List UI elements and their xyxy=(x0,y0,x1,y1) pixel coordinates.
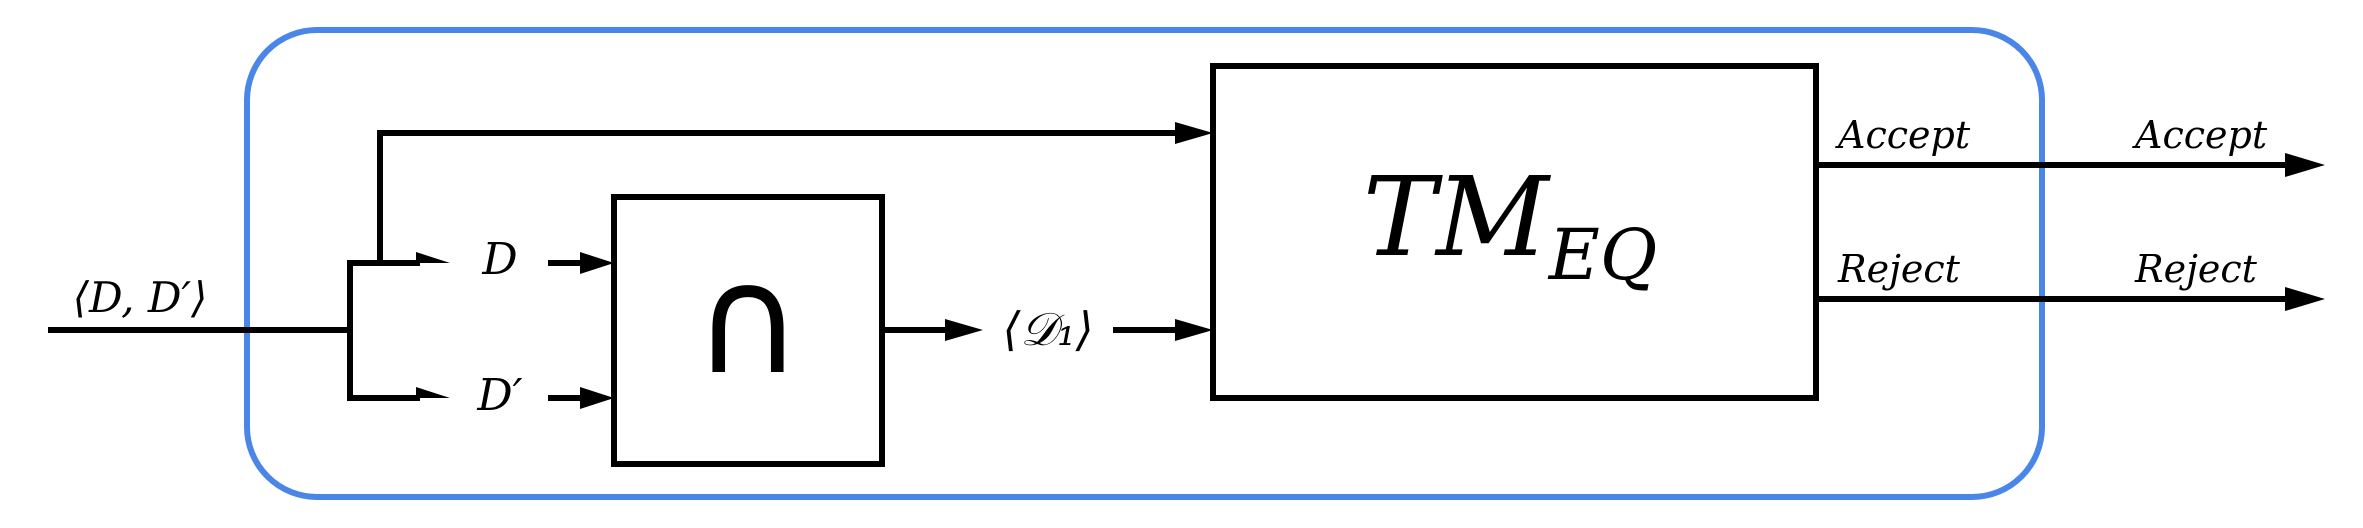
arrow-to-d-prime xyxy=(416,387,450,409)
d-to-intersection-arrow xyxy=(580,252,614,274)
intersection-output-arrow xyxy=(945,319,983,341)
bypass-arrow-head xyxy=(1175,122,1213,144)
d-prime-to-intersection-arrow xyxy=(580,387,614,409)
tm-eq-box xyxy=(1210,63,1819,401)
reject-inner-label: Reject xyxy=(1837,247,1961,291)
label-d: D xyxy=(481,234,517,285)
intermediate-to-tm-arrow xyxy=(1175,319,1213,341)
reject-outer-label: Reject xyxy=(2134,247,2258,291)
reject-output-arrow xyxy=(2285,287,2325,311)
accept-inner-label: Accept xyxy=(1835,113,1971,157)
input-label: ⟨D, D′⟩ xyxy=(73,273,208,322)
arrow-to-d xyxy=(416,252,450,274)
tm-eq-subscript: EQ xyxy=(1547,214,1658,296)
label-d-prime: D′ xyxy=(476,370,522,421)
tm-eq-name: TM xyxy=(1363,153,1551,281)
tm-eq-label: TMEQ xyxy=(1363,153,1658,296)
intermediate-label: ⟨𝒟₁⟩ xyxy=(1002,302,1093,356)
accept-outer-label: Accept xyxy=(2132,113,2268,157)
outer-machine-frame xyxy=(244,27,2045,500)
intersection-symbol: ∩ xyxy=(693,234,803,408)
accept-output-arrow xyxy=(2285,153,2325,177)
